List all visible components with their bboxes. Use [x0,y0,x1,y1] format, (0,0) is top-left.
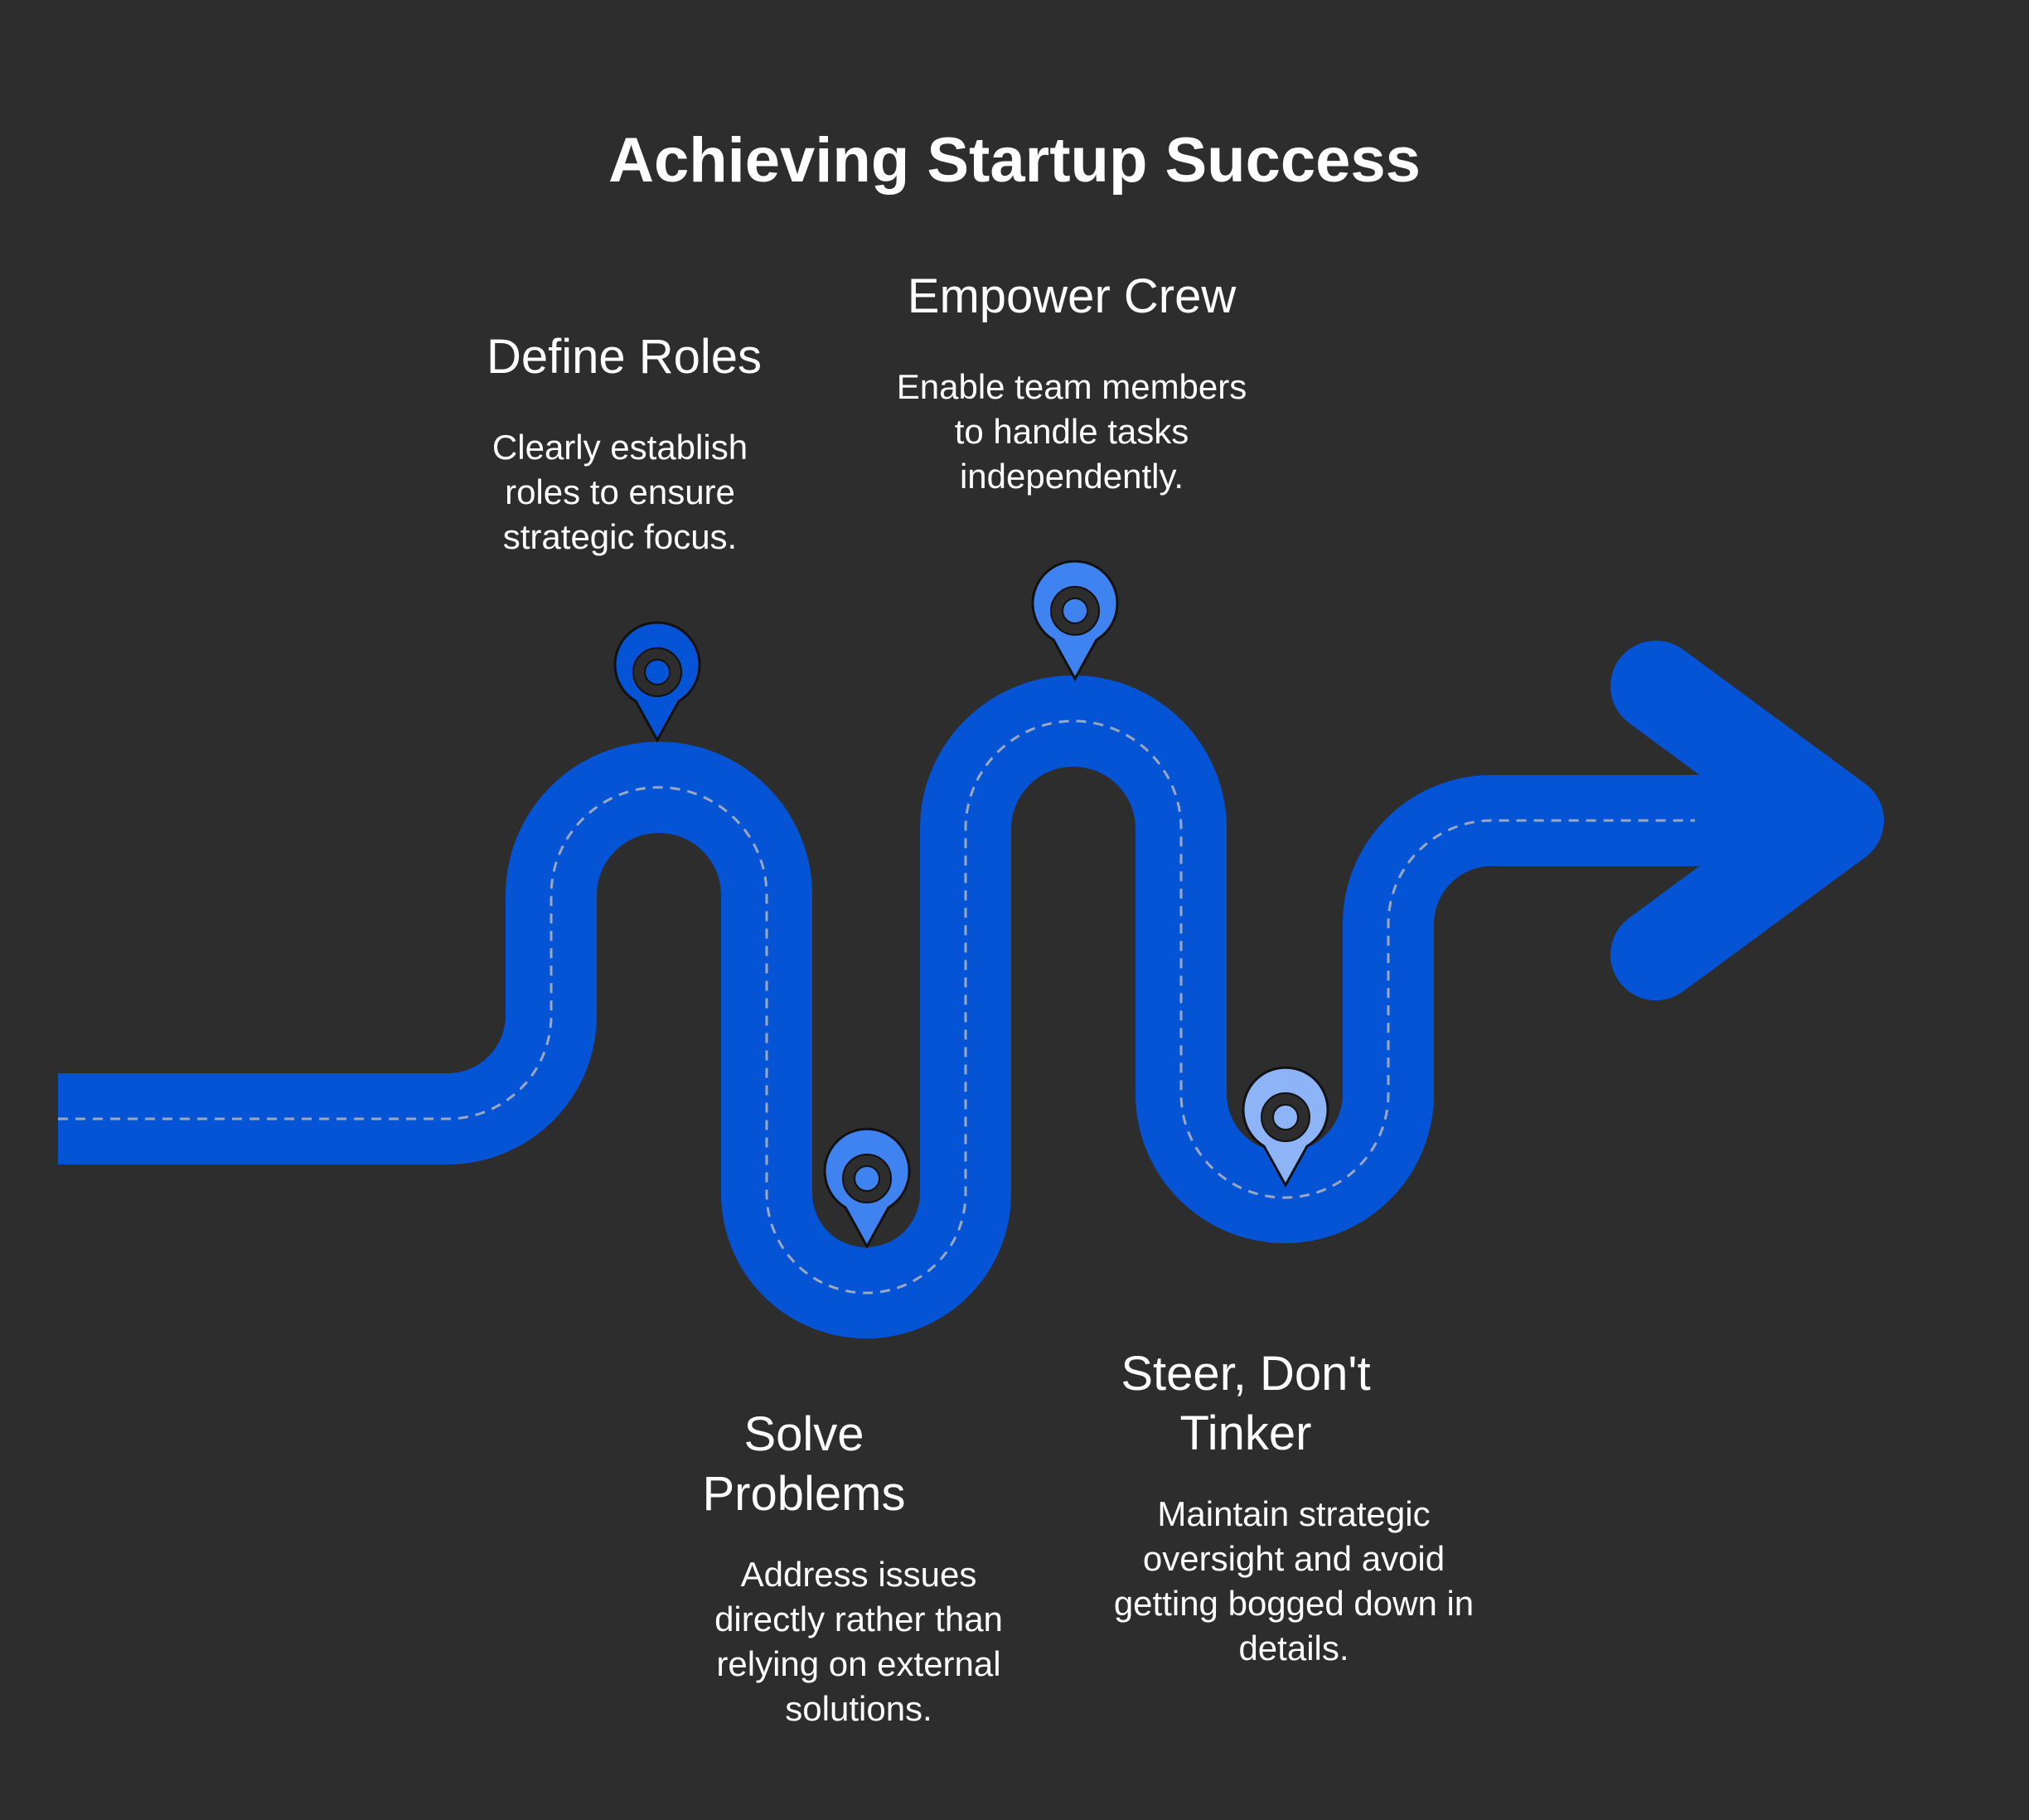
step-heading-solve-problems: Solve Problems [702,1407,906,1521]
map-pin-icon [823,1127,911,1250]
step-heading-empower-crew: Empower Crew [907,269,1237,323]
diagram-title: Achieving Startup Success [608,125,1421,196]
step-description-steer-dont-tinker: Maintain strategic oversight and avoid g… [1113,1494,1475,1668]
road-arrowhead [1610,641,1884,1000]
step-description-empower-crew: Enable team members to handle tasks inde… [896,367,1247,496]
map-pin-icon [1031,559,1119,682]
step-description-solve-problems: Address issues directly rather than rely… [714,1555,1003,1728]
step-heading-define-roles: Define Roles [486,330,763,384]
step-description-define-roles: Clearly establish roles to ensure strate… [492,428,748,556]
step-heading-steer-dont-tinker: Steer, Don't Tinker [1121,1347,1371,1460]
map-pin-icon [1242,1066,1329,1188]
road-path [58,675,1774,1338]
road-center-dashes [58,719,1695,1295]
map-pin-icon [613,621,701,743]
